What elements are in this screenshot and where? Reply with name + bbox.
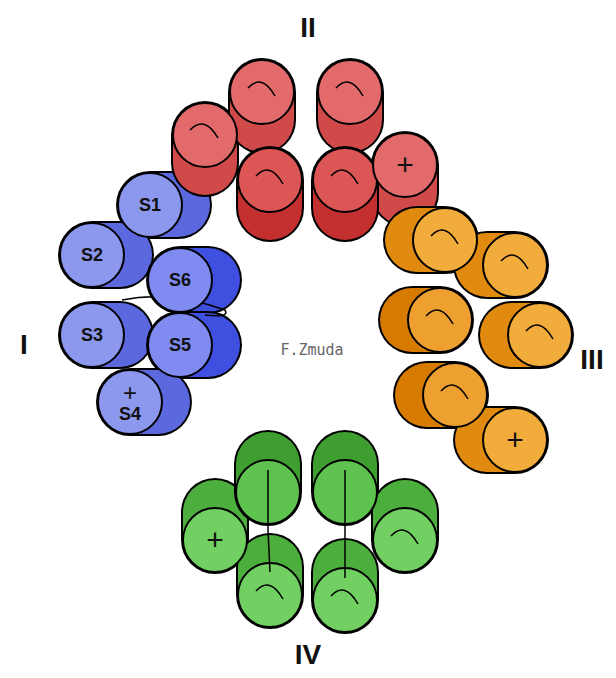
helix-label: S6	[169, 271, 191, 289]
charge-sign: +	[506, 425, 524, 455]
domain-label: IV	[295, 640, 321, 671]
helix-label: S2	[81, 246, 103, 264]
domain-ii-helices	[173, 60, 405, 212]
domain-label: III	[580, 345, 603, 376]
helix-label: S1	[139, 196, 161, 214]
helix-label: S5	[169, 336, 191, 354]
helix-top: S5	[148, 313, 212, 377]
charge-sign: +	[123, 381, 137, 405]
helix-top: S6	[148, 248, 212, 312]
domain-label: II	[300, 13, 316, 44]
voltage-sensor-helix: +S4	[98, 370, 162, 434]
domain-label: I	[20, 330, 28, 361]
charge-sign: +	[206, 525, 224, 555]
watermark: F.Zmuda	[280, 342, 343, 359]
helix-top: S3	[60, 303, 124, 367]
helix-top: S1	[118, 173, 182, 237]
voltage-sensor-helix: +	[183, 508, 247, 572]
voltage-sensor-helix: +	[483, 408, 547, 472]
helix-label: S4	[119, 405, 141, 423]
helix-top: S2	[60, 223, 124, 287]
domain-iv-helices	[215, 460, 437, 632]
helix-label: S3	[81, 326, 103, 344]
voltage-sensor-helix: +	[373, 133, 437, 197]
charge-sign: +	[396, 150, 414, 180]
domain-iii-helices	[408, 208, 572, 440]
